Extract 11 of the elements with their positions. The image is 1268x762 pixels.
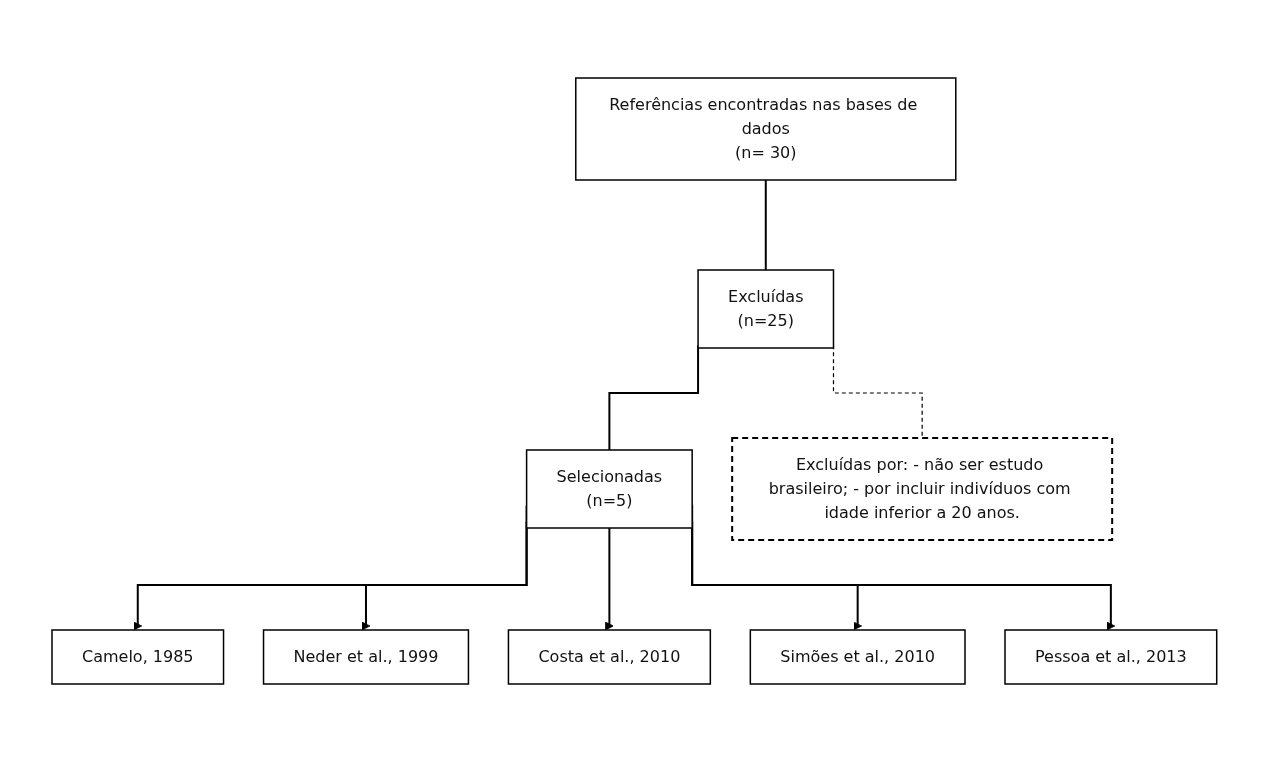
node-box: Referências encontradas nas bases de dados (n= 30) [574,77,957,181]
node-box: Costa et al., 2010 [507,629,711,685]
connector [764,179,767,271]
node-box: Camelo, 1985 [50,629,224,685]
node-box: Pessoa et al., 2013 [1003,629,1218,685]
node-box: Excluídas (n=25) [696,269,834,349]
node-box: Simões et al., 2010 [749,629,966,685]
arrow [604,527,614,631]
node-box: Excluídas por: - não ser estudo brasileiro; - por incluir indivíduos com idade inferior a 20 anos. [730,437,1113,541]
node-box: Neder et al., 1999 [262,629,469,685]
node-box: Selecionadas (n=5) [525,449,693,529]
